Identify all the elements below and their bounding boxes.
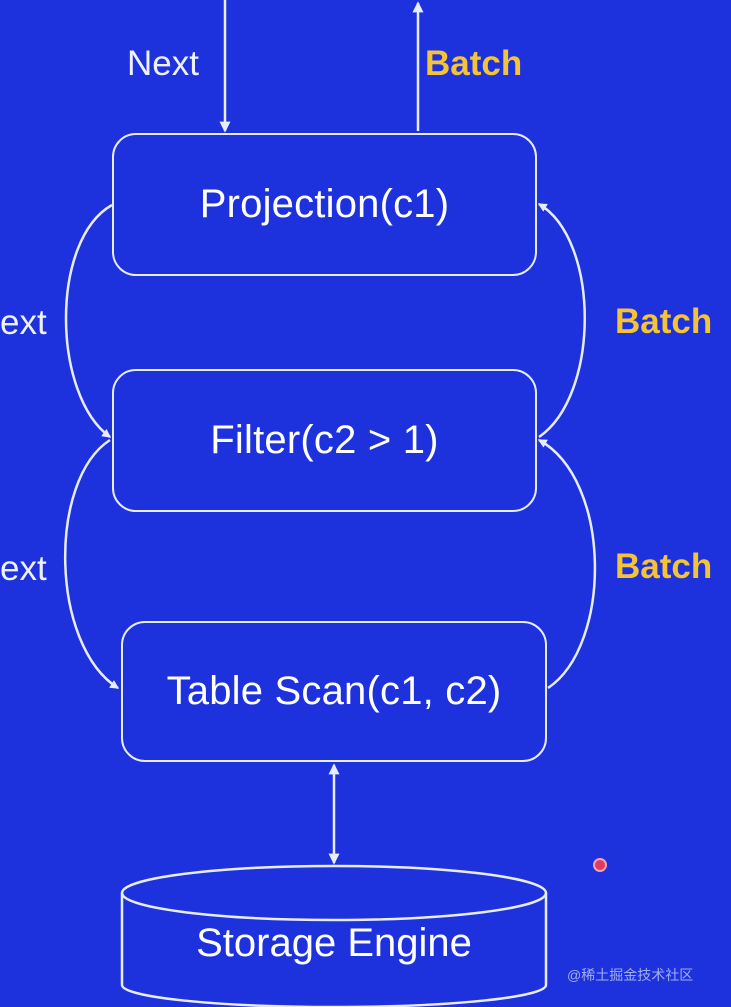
label-batch-right-lower: Batch <box>615 547 713 586</box>
filter-node: Filter(c2 > 1) <box>112 369 537 512</box>
label-next-top: Next <box>127 44 199 83</box>
label-batch-right-upper: Batch <box>615 302 713 341</box>
storage-engine-label: Storage Engine <box>196 921 472 965</box>
arrow-batch-filter-to-projection <box>537 202 586 439</box>
projection-node: Projection(c1) <box>112 133 537 276</box>
label-batch-top: Batch <box>425 44 523 83</box>
cursor-dot <box>593 858 607 872</box>
table-scan-node: Table Scan(c1, c2) <box>121 621 547 762</box>
arrow-batch-tablescan-to-filter <box>537 438 597 690</box>
label-next-left-upper: ext <box>0 303 47 342</box>
arrow-next-projection-to-filter <box>64 203 113 439</box>
watermark-text: @稀土掘金技术社区 <box>567 967 694 983</box>
arrow-next-filter-to-tablescan <box>64 438 120 690</box>
label-next-left-lower: ext <box>0 549 47 588</box>
